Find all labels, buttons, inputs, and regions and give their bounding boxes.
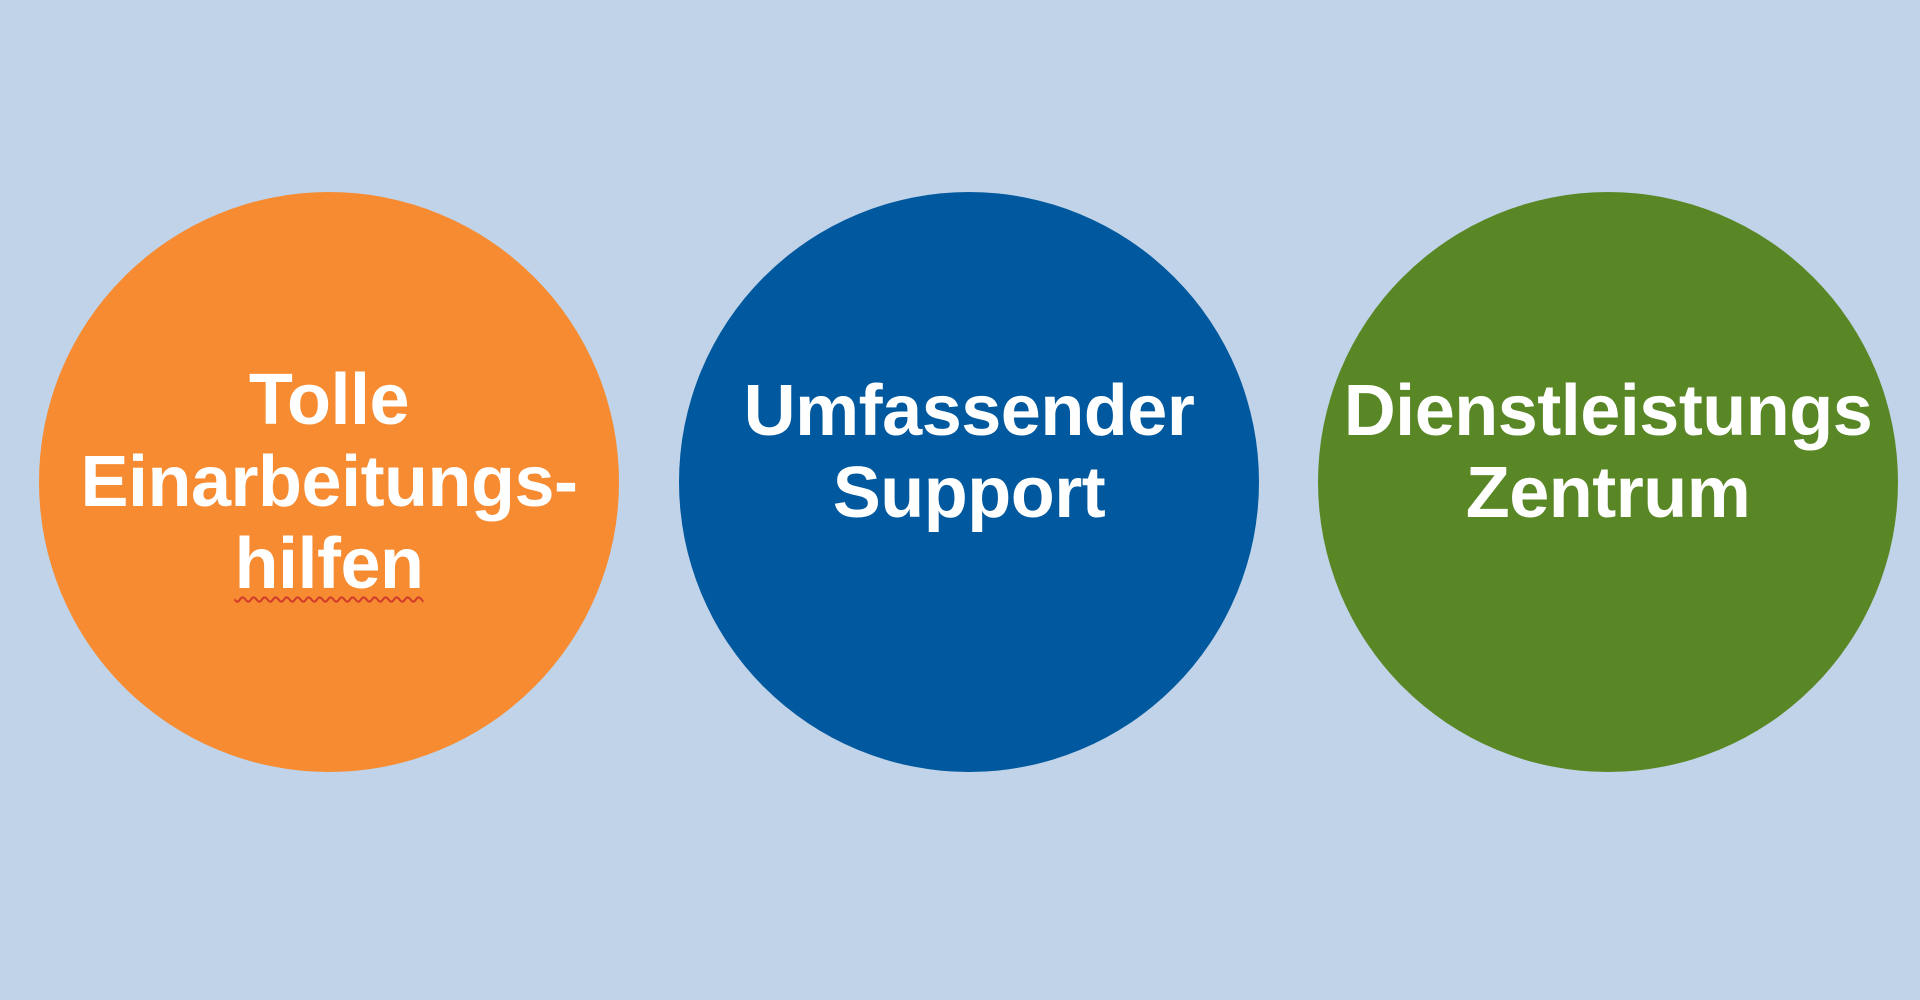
circle-label-line-wrapper: hilfen [80, 523, 577, 605]
circle-label-line: Dienstleistungs [1343, 371, 1873, 451]
circle-label-line: Einarbeitungs- [80, 442, 578, 522]
circle-dienstleistungs-zentrum: Dienstleistungs Zentrum [1318, 192, 1898, 772]
circle-label-line: Support [832, 453, 1106, 533]
circle-tolle-einarbeitungshilfen: Tolle Einarbeitungs- hilfen [39, 192, 619, 772]
circle-label: Umfassender Support [744, 370, 1195, 534]
circle-umfassender-support: Umfassender Support [679, 192, 1259, 772]
circle-label: Dienstleistungs Zentrum [1344, 370, 1873, 534]
circle-label: Tolle Einarbeitungs- hilfen [80, 359, 578, 605]
circle-label-line: Umfassender [743, 371, 1195, 451]
circle-label-line: Zentrum [1465, 453, 1751, 533]
circle-label-line: hilfen [234, 524, 424, 604]
circle-label-line: Tolle [248, 360, 410, 440]
